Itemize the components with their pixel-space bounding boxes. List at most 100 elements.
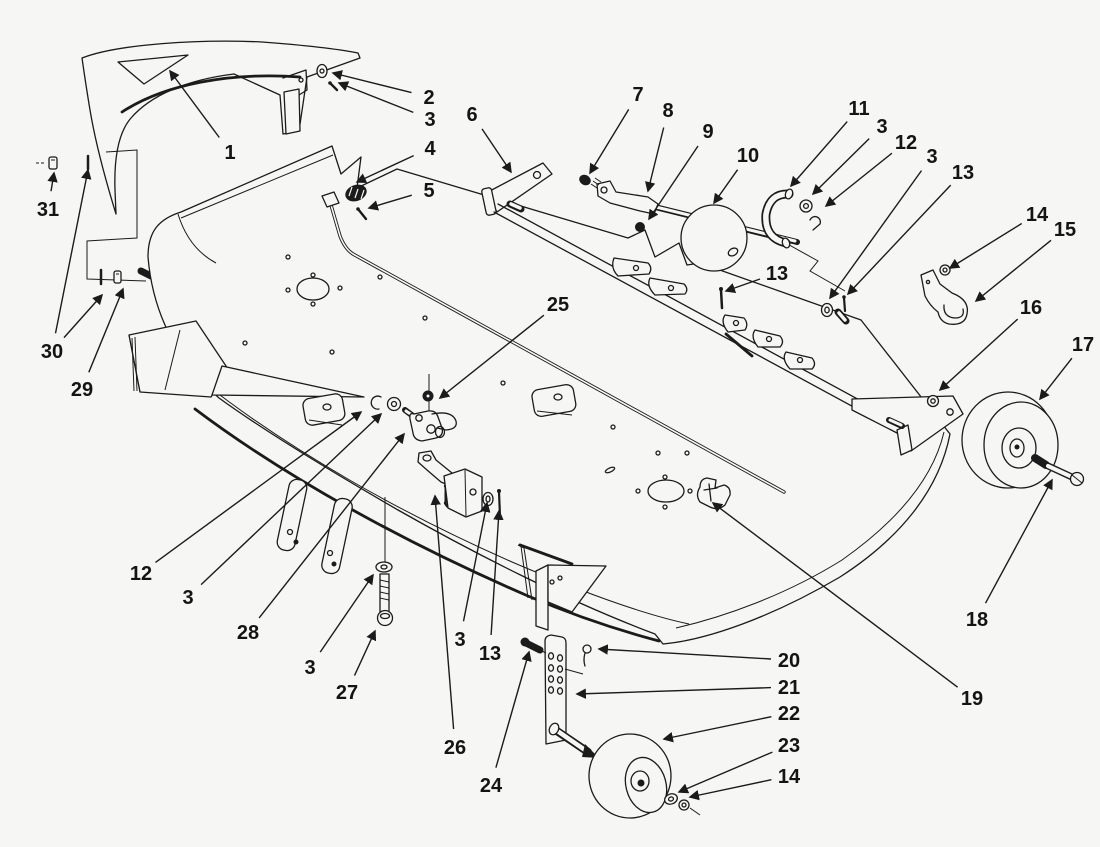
callout-layer: 1234567891011312313131415161718192021222… [37, 69, 1094, 801]
leader-line-14 [948, 224, 1022, 269]
callout-label-23-25: 23 [778, 735, 800, 757]
leader-line-29 [89, 287, 125, 372]
wheel-arm-right [852, 396, 963, 455]
leader-line-13 [491, 509, 504, 635]
discharge-pocket-left [129, 321, 364, 397]
lift-rod-assembly [481, 163, 963, 455]
callout-label-7-6: 7 [632, 84, 643, 106]
leader-line-2 [331, 70, 412, 93]
leader-line-3 [811, 139, 869, 196]
leader-line-23 [677, 752, 772, 794]
deck-bolt-holes [243, 255, 692, 509]
callout-label-10-9: 10 [737, 145, 759, 167]
leader-line-11 [789, 122, 847, 188]
callout-label-1-0: 1 [224, 142, 235, 164]
callout-label-8-7: 8 [662, 100, 673, 122]
leader-line-18 [986, 478, 1053, 603]
leader-line-17 [1039, 358, 1072, 401]
front-scalp-bar [322, 192, 784, 492]
pin-13-right [842, 295, 846, 311]
callout-label-11-10: 11 [848, 98, 869, 120]
leader-line-15 [974, 240, 1051, 302]
callout-label-3-31: 3 [304, 657, 315, 679]
flower-washer [388, 398, 401, 411]
callout-label-5-4: 5 [423, 180, 434, 202]
leader-line-31 [47, 171, 58, 191]
gauge-wheel-right [962, 392, 1084, 488]
deflector-hole [118, 55, 188, 84]
callout-label-16-18: 16 [1020, 297, 1042, 319]
leader-line-16 [938, 319, 1018, 392]
bolt-27-stack [376, 562, 393, 626]
cotter-pin-20 [565, 645, 591, 674]
leader-line-1 [169, 69, 219, 138]
nut-9 [635, 222, 645, 232]
leader-line-27 [355, 629, 377, 676]
pin-31 [36, 157, 57, 169]
lift-rod [498, 204, 900, 422]
bottom-wheel-assembly [520, 635, 701, 818]
leader-line-10 [713, 170, 738, 205]
callout-label-9-8: 9 [702, 121, 713, 143]
leader-line-6 [482, 129, 512, 174]
gauge-wheel-bottom [589, 734, 673, 818]
deflector-side-flap [284, 89, 300, 134]
leader-line-30 [56, 168, 92, 333]
callout-label-2-1: 2 [423, 87, 434, 109]
clip-29 [114, 271, 121, 283]
leader-line-21 [575, 688, 771, 699]
leader-line-12 [156, 411, 363, 562]
height-bracket-right [921, 265, 967, 407]
discharge-pocket-bottom [518, 545, 606, 630]
callout-label-12-34: 12 [130, 563, 152, 585]
callout-label-26-29: 26 [444, 737, 466, 759]
bolt-7 [579, 174, 601, 188]
callout-label-13-15: 13 [766, 263, 788, 285]
leader-line-14 [688, 780, 771, 801]
discharge-deflector [82, 41, 360, 214]
leader-line-3 [337, 81, 413, 112]
pivot-bracket-28 [410, 411, 456, 441]
callout-label-14-26: 14 [778, 766, 801, 788]
leader-line-25 [438, 315, 544, 399]
leader-line-20 [597, 644, 771, 659]
hook-bracket-15 [921, 270, 967, 324]
callout-label-24-27: 24 [480, 775, 503, 797]
leader-line-30 [64, 293, 104, 338]
rod-gussets [613, 258, 815, 369]
left-mount-hardware [36, 150, 158, 284]
ball-knob [681, 205, 747, 271]
callout-label-3-33: 3 [182, 587, 193, 609]
callout-label-21-23: 21 [778, 677, 800, 699]
pin-13-mid [719, 287, 723, 308]
leader-line-26 [430, 494, 454, 729]
callout-label-3-2: 3 [424, 109, 435, 131]
callout-label-25-28: 25 [547, 294, 569, 316]
belt-clip-left [302, 393, 346, 427]
height-strip-21 [545, 635, 566, 744]
leader-line-19 [711, 502, 958, 687]
flanged-bushing [822, 304, 847, 322]
spindle-hole-left [297, 278, 329, 300]
leader-line-3 [320, 573, 374, 652]
callout-label-18-20: 18 [966, 609, 988, 631]
deck-latch [698, 478, 731, 509]
center-pivot-assembly [371, 374, 501, 626]
leader-line-8 [645, 128, 664, 193]
bolt-24 [520, 637, 547, 654]
spindle-hole-right [648, 480, 684, 502]
callout-label-3-35: 3 [454, 629, 465, 651]
handle-and-pins [719, 188, 846, 321]
nut-14a [940, 265, 950, 275]
leader-line-3 [201, 412, 383, 585]
callout-label-30-38: 30 [41, 341, 63, 363]
callout-label-15-17: 15 [1054, 219, 1076, 241]
callout-label-31-39: 31 [37, 199, 59, 221]
leader-line-7 [589, 109, 629, 175]
hairpin-clip [810, 217, 820, 230]
leader-line-4 [355, 156, 414, 183]
hanger-plates [276, 384, 577, 575]
callout-label-6-5: 6 [466, 104, 477, 126]
